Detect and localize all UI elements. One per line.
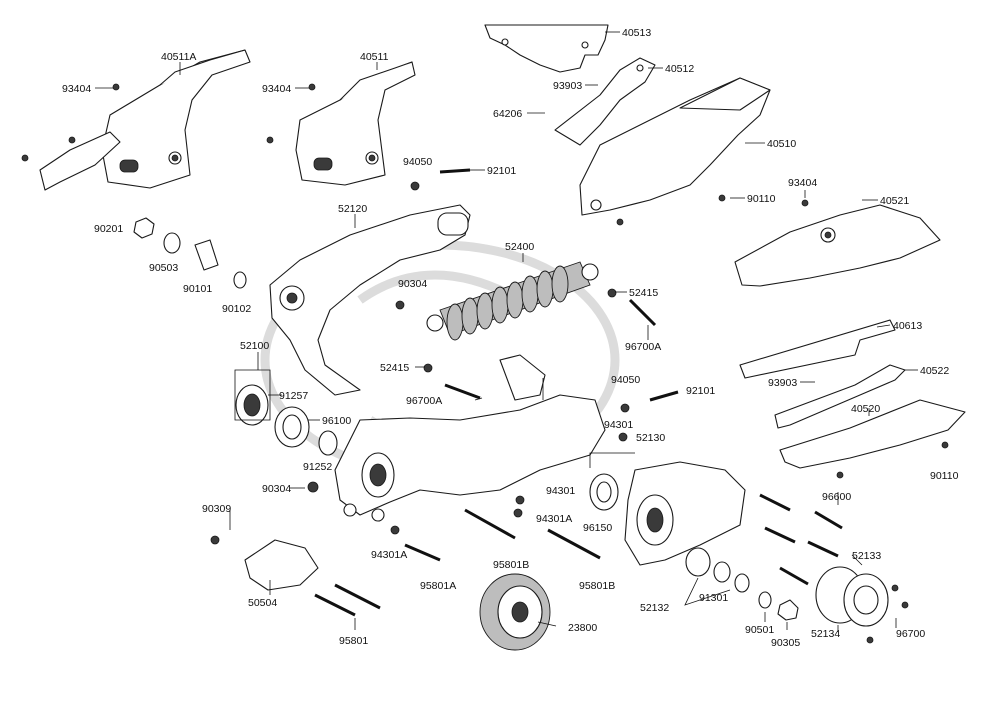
label-52133: 52133 <box>852 550 881 562</box>
nut-icon <box>210 181 949 644</box>
label-90101: 90101 <box>183 283 212 295</box>
label-96100: 96100 <box>322 415 351 427</box>
part-90102-seal <box>233 271 247 289</box>
part-90501-washer <box>758 591 772 609</box>
label-95801B: 95801B <box>579 580 615 592</box>
part-91257-bearing <box>235 384 269 426</box>
label-90309: 90309 <box>202 503 231 515</box>
label-40513: 40513 <box>622 27 651 39</box>
part-40512-bracket <box>554 57 656 146</box>
part-91252-seal <box>318 430 338 456</box>
part-40521-guard <box>734 204 941 287</box>
label-64206: 64206 <box>493 108 522 120</box>
label-90110: 90110 <box>930 470 959 482</box>
label-96700: 96700 <box>896 628 925 640</box>
label-91301: 91301 <box>699 592 728 604</box>
label-40511: 40511 <box>360 51 389 63</box>
part-number-labels: 40511A 93404 40511 93404 40513 40512 939… <box>62 27 959 649</box>
part-90305-nut <box>777 599 799 621</box>
label-90304: 90304 <box>398 278 427 290</box>
part-40613-strip <box>739 319 896 379</box>
label-91257: 91257 <box>279 390 308 402</box>
label-94301: 94301 <box>546 485 575 497</box>
label-95801: 95801 <box>339 635 368 647</box>
label-52415: 52415 <box>380 362 409 374</box>
label-52132: 52132 <box>640 602 669 614</box>
part-96100-bearing <box>274 406 310 448</box>
label-40511A: 40511A <box>161 51 196 63</box>
part-23800-sprocket <box>479 573 551 651</box>
label-40522: 40522 <box>920 365 949 377</box>
label-52415: 52415 <box>629 287 658 299</box>
label-90503: 90503 <box>149 262 178 274</box>
label-90305: 90305 <box>771 637 800 649</box>
label-96600: 96600 <box>822 491 851 503</box>
label-96700A: 96700A <box>406 395 442 407</box>
part-40513-plate <box>484 24 609 73</box>
label-52400: 52400 <box>505 241 534 253</box>
label-92101: 92101 <box>686 385 715 397</box>
label-94050: 94050 <box>611 374 640 386</box>
label-40512: 40512 <box>665 63 694 75</box>
label-91252: 91252 <box>303 461 332 473</box>
label-93404: 93404 <box>62 83 91 95</box>
label-52100: 52100 <box>240 340 269 352</box>
part-40511A-guard <box>39 49 251 191</box>
label-96150: 96150 <box>583 522 612 534</box>
leader-lines <box>95 31 918 632</box>
label-40613: 40613 <box>893 320 922 332</box>
label-96700A: 96700A <box>625 341 661 353</box>
label-23800: 23800 <box>568 622 597 634</box>
label-90110: 90110 <box>747 193 776 205</box>
part-52100-swingarm-lower <box>334 354 606 522</box>
label-52134: 52134 <box>811 628 840 640</box>
label-52120: 52120 <box>338 203 367 215</box>
part-52133-cover <box>843 573 889 627</box>
part-50504-bracket <box>244 539 319 591</box>
label-90201: 90201 <box>94 223 123 235</box>
part-90201-nut <box>133 217 155 239</box>
label-93903: 93903 <box>553 80 582 92</box>
label-95801A: 95801A <box>420 580 456 592</box>
label-93404: 93404 <box>788 177 817 189</box>
label-93903: 93903 <box>768 377 797 389</box>
part-52120-swingarm-upper <box>269 204 471 396</box>
part-40522-slider <box>774 364 906 429</box>
label-40520: 40520 <box>851 403 880 415</box>
label-90304: 90304 <box>262 483 291 495</box>
label-40521: 40521 <box>880 195 909 207</box>
label-94301A: 94301A <box>536 513 572 525</box>
part-52400-shock-absorber <box>426 261 599 341</box>
label-94301: 94301 <box>604 419 633 431</box>
part-52130-hub-carrier <box>624 461 746 566</box>
label-52130: 52130 <box>636 432 665 444</box>
label-90102: 90102 <box>222 303 251 315</box>
label-50504: 50504 <box>248 597 277 609</box>
part-40520-chain-guard <box>779 399 966 469</box>
part-96150-bearing <box>589 473 619 511</box>
label-94301A: 94301A <box>371 549 407 561</box>
part-40511-guard <box>295 61 416 186</box>
part-90503-washer <box>163 232 181 254</box>
bolt-93404-icon <box>21 83 809 207</box>
part-52132-collar <box>685 547 750 593</box>
label-93404: 93404 <box>262 83 291 95</box>
label-90501: 90501 <box>745 624 774 636</box>
label-40510: 40510 <box>767 138 796 150</box>
part-40510-guard <box>579 77 771 216</box>
part-90101-collar <box>194 239 219 271</box>
label-92101: 92101 <box>487 165 516 177</box>
label-95801B: 95801B <box>493 559 529 571</box>
bolt-icon <box>314 168 843 617</box>
label-94050: 94050 <box>403 156 432 168</box>
